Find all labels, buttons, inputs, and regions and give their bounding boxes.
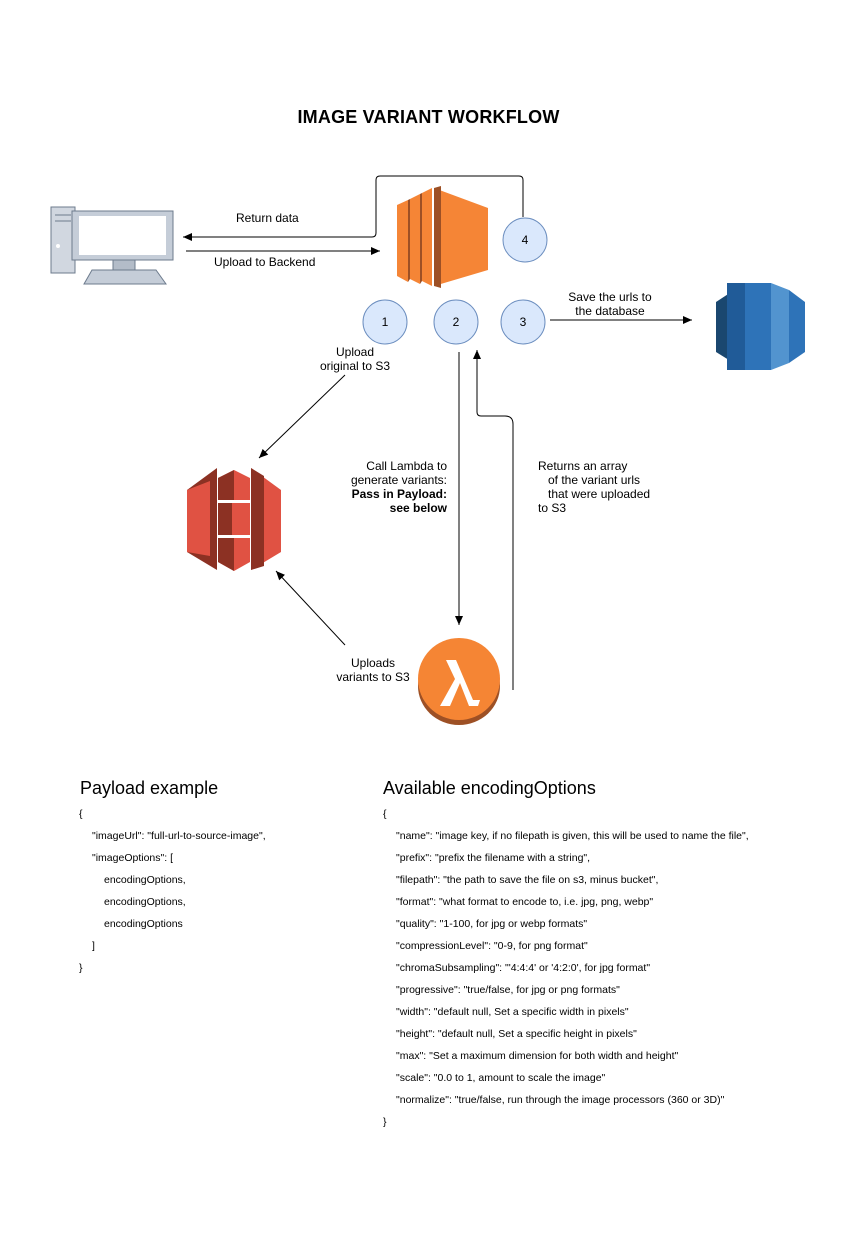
code-line: "imageOptions": [	[92, 852, 173, 864]
step-label-4: 4	[522, 233, 529, 247]
step-circle-1: 1	[362, 299, 408, 345]
step-circle-3: 3	[500, 299, 546, 345]
step-label-2: 2	[453, 315, 460, 329]
aws-lambda-icon	[418, 638, 500, 725]
code-line: "format": "what format to encode to, i.e…	[396, 896, 654, 908]
desktop-computer-icon	[50, 206, 174, 285]
code-line: "normalize": "true/false, run through th…	[396, 1094, 725, 1106]
code-line: ]	[92, 940, 95, 952]
code-line: "progressive": "true/false, for jpg or p…	[396, 984, 620, 996]
code-line: {	[383, 808, 387, 820]
code-line: "scale": "0.0 to 1, amount to scale the …	[396, 1072, 606, 1084]
call-lambda-label: Call Lambda to generate variants: Pass i…	[350, 459, 447, 515]
return-data-label: Return data	[236, 211, 299, 225]
aws-ec2-icon	[397, 186, 488, 288]
code-line: "max": "Set a maximum dimension for both…	[396, 1050, 679, 1062]
step-label-3: 3	[520, 315, 527, 329]
code-line: "name": "image key, if no filepath is gi…	[396, 830, 749, 842]
code-line: "imageUrl": "full-url-to-source-image",	[92, 830, 266, 842]
uploads-variants-arrow	[275, 570, 346, 646]
code-line: "chromaSubsampling": "'4:4:4' or '4:2:0'…	[396, 962, 651, 974]
returns-array-label: Returns an array of the variant urls tha…	[538, 459, 651, 515]
uploads-variants-label: Uploads variants to S3	[336, 656, 410, 684]
code-line: "quality": "1-100, for jpg or webp forma…	[396, 918, 588, 930]
return-data-arrow	[183, 175, 524, 241]
aws-s3-bucket-icon	[187, 468, 281, 571]
code-line: encodingOptions,	[104, 874, 186, 886]
upload-original-label: Upload original to S3	[319, 345, 391, 373]
save-urls-label: Save the urls to the database	[568, 290, 652, 318]
code-line: }	[383, 1116, 387, 1128]
upload-original-arrow	[258, 374, 346, 459]
returns-array-arrow	[473, 350, 514, 690]
upload-backend-label: Upload to Backend	[214, 255, 316, 269]
step-circle-2: 2	[433, 299, 479, 345]
code-line: "prefix": "prefix the filename with a st…	[396, 852, 591, 864]
encoding-options-heading: Available encodingOptions	[383, 778, 596, 798]
payload-heading: Payload example	[80, 778, 219, 798]
step-circle-4: 4	[502, 217, 548, 263]
code-line: encodingOptions	[104, 918, 183, 930]
code-line: {	[79, 808, 83, 820]
step-label-1: 1	[382, 315, 389, 329]
workflow-diagram: 1 2 3 4	[50, 175, 805, 725]
encoding-options-code-block: { "name": "image key, if no filepath is …	[383, 803, 749, 1133]
code-line: "filepath": "the path to save the file o…	[396, 874, 659, 886]
aws-rds-database-icon	[716, 283, 805, 370]
code-line: }	[79, 962, 83, 974]
diagram-title: IMAGE VARIANT WORKFLOW	[297, 107, 560, 127]
payload-code-block: { "imageUrl": "full-url-to-source-image"…	[79, 803, 266, 979]
code-line: encodingOptions,	[104, 896, 186, 908]
code-line: "height": "default null, Set a specific …	[396, 1028, 637, 1040]
code-line: "compressionLevel": "0-9, for png format…	[396, 940, 588, 952]
code-line: "width": "default null, Set a specific w…	[396, 1006, 629, 1018]
